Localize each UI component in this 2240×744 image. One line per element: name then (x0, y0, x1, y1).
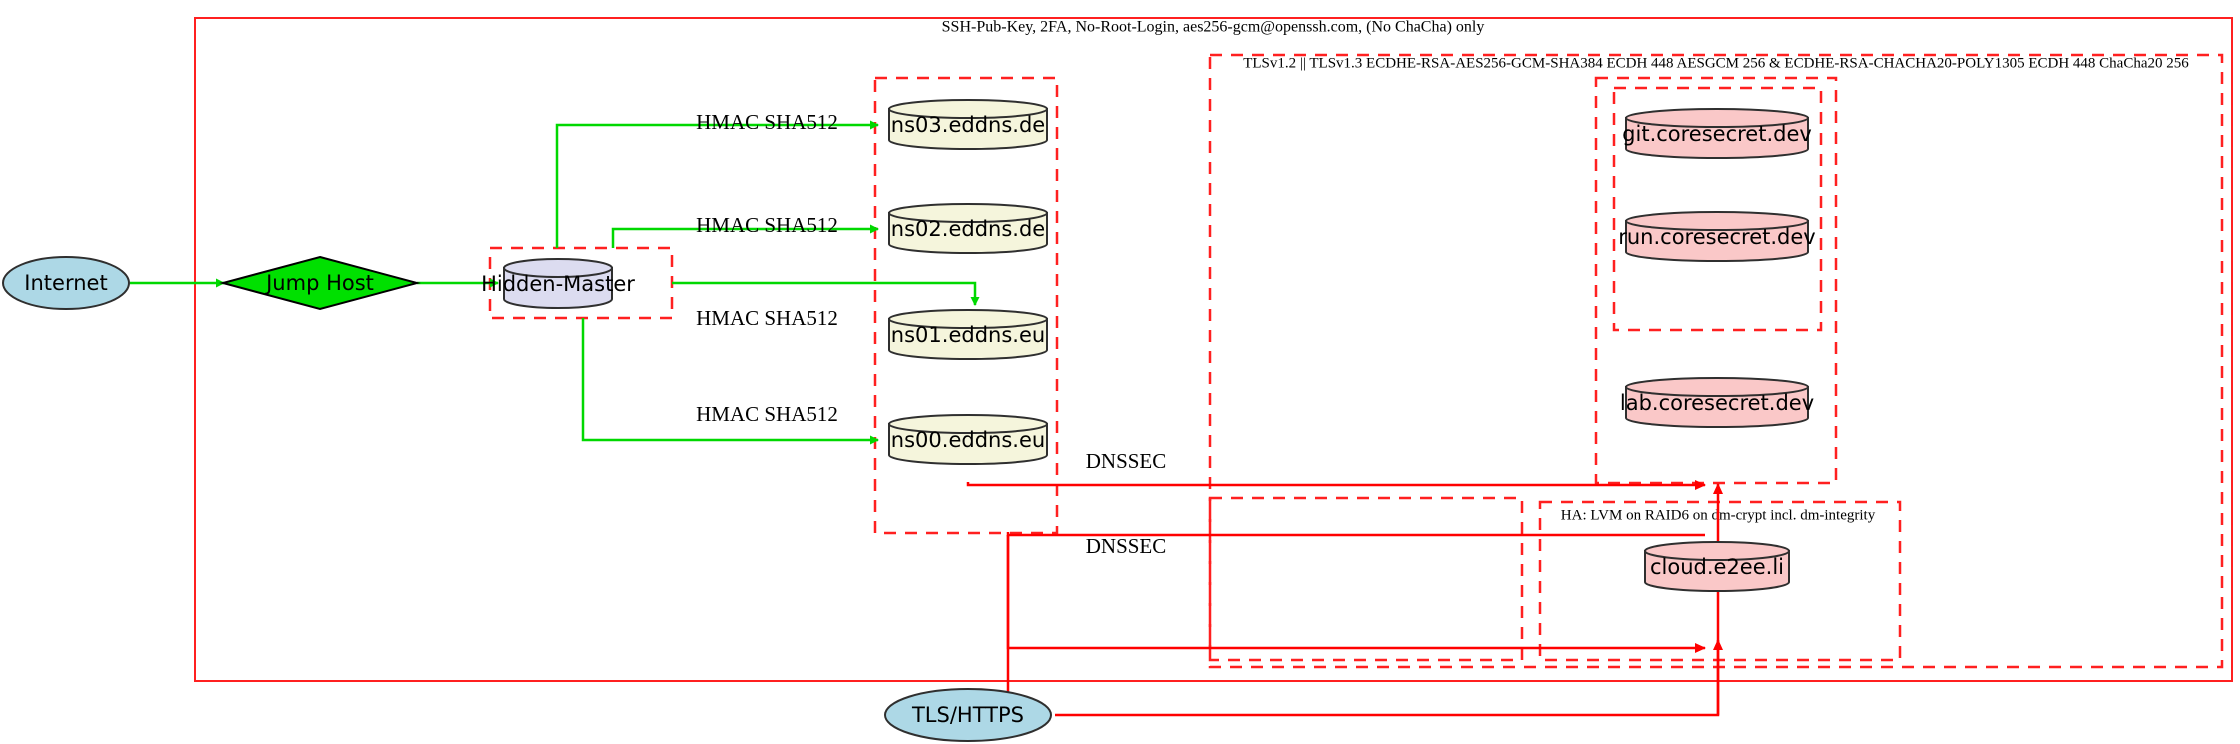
node-internet-label: Internet (24, 271, 107, 295)
node-lab-label: lab.coresecret.dev (1620, 391, 1814, 415)
edge-hidden-master-to-ns00 (581, 318, 879, 445)
edge-label-dnssec-lower: DNSSEC (1086, 534, 1167, 558)
cluster-dns-boundary (873, 76, 1059, 535)
node-ns02-label: ns02.eddns.de (891, 217, 1045, 241)
node-ns03-label: ns03.eddns.de (891, 113, 1045, 137)
node-ns00-label: ns00.eddns.eu (891, 428, 1045, 452)
edge-label-dnssec-upper: DNSSEC (1086, 449, 1167, 473)
node-jump-host[interactable]: Jump Host (219, 255, 421, 311)
node-run-coresecret[interactable]: run.coresecret.dev (1618, 211, 1816, 262)
node-ns01-label: ns01.eddns.eu (891, 323, 1045, 347)
node-tls-https-label: TLS/HTTPS (911, 703, 1024, 727)
cluster-dnssec-lower-boundary (1208, 496, 1524, 662)
cluster-ssh-boundary (194, 17, 2233, 682)
cluster-ssh-label: SSH-Pub-Key, 2FA, No-Root-Login, aes256-… (942, 19, 1485, 36)
edge-label-hmac-ns03: HMAC SHA512 (696, 110, 838, 134)
node-git-label: git.coresecret.dev (1622, 122, 1812, 146)
edge-hidden-master-to-ns03 (555, 120, 879, 248)
cluster-tls-boundary (1208, 53, 2224, 669)
cluster-coresecret-inner-boundary (1612, 86, 1823, 332)
cluster-tls-label: TLSv1.2 || TLSv1.3 ECDHE-RSA-AES256-GCM-… (1243, 55, 2189, 71)
node-ns02[interactable]: ns02.eddns.de (888, 203, 1048, 254)
node-run-label: run.coresecret.dev (1618, 225, 1816, 249)
node-ns03[interactable]: ns03.eddns.de (888, 99, 1048, 150)
edge-hidden-master-to-ns01 (672, 281, 980, 306)
edge-dnssec-upper (966, 480, 1706, 490)
node-ns01[interactable]: ns01.eddns.eu (888, 309, 1048, 360)
node-internet[interactable]: Internet (2, 256, 130, 310)
edge-label-hmac-ns00: HMAC SHA512 (696, 402, 838, 426)
node-jump-host-label: Jump Host (264, 271, 374, 295)
node-lab-coresecret[interactable]: lab.coresecret.dev (1620, 377, 1814, 428)
node-hidden-master[interactable]: Hidden-Master (481, 258, 635, 309)
node-cloud-e2ee[interactable]: cloud.e2ee.li (1644, 541, 1790, 592)
node-ns00[interactable]: ns00.eddns.eu (888, 414, 1048, 465)
cluster-ha-boundary (1538, 500, 1902, 662)
node-hidden-master-label: Hidden-Master (481, 272, 635, 296)
edge-hidden-master-to-ns02 (611, 224, 879, 248)
edge-label-hmac-ns01: HMAC SHA512 (696, 306, 838, 330)
node-tls-https[interactable]: TLS/HTTPS (884, 688, 1052, 742)
node-cloud-label: cloud.e2ee.li (1650, 555, 1784, 579)
node-git-coresecret[interactable]: git.coresecret.dev (1622, 108, 1812, 159)
edge-label-hmac-ns02: HMAC SHA512 (696, 213, 838, 237)
